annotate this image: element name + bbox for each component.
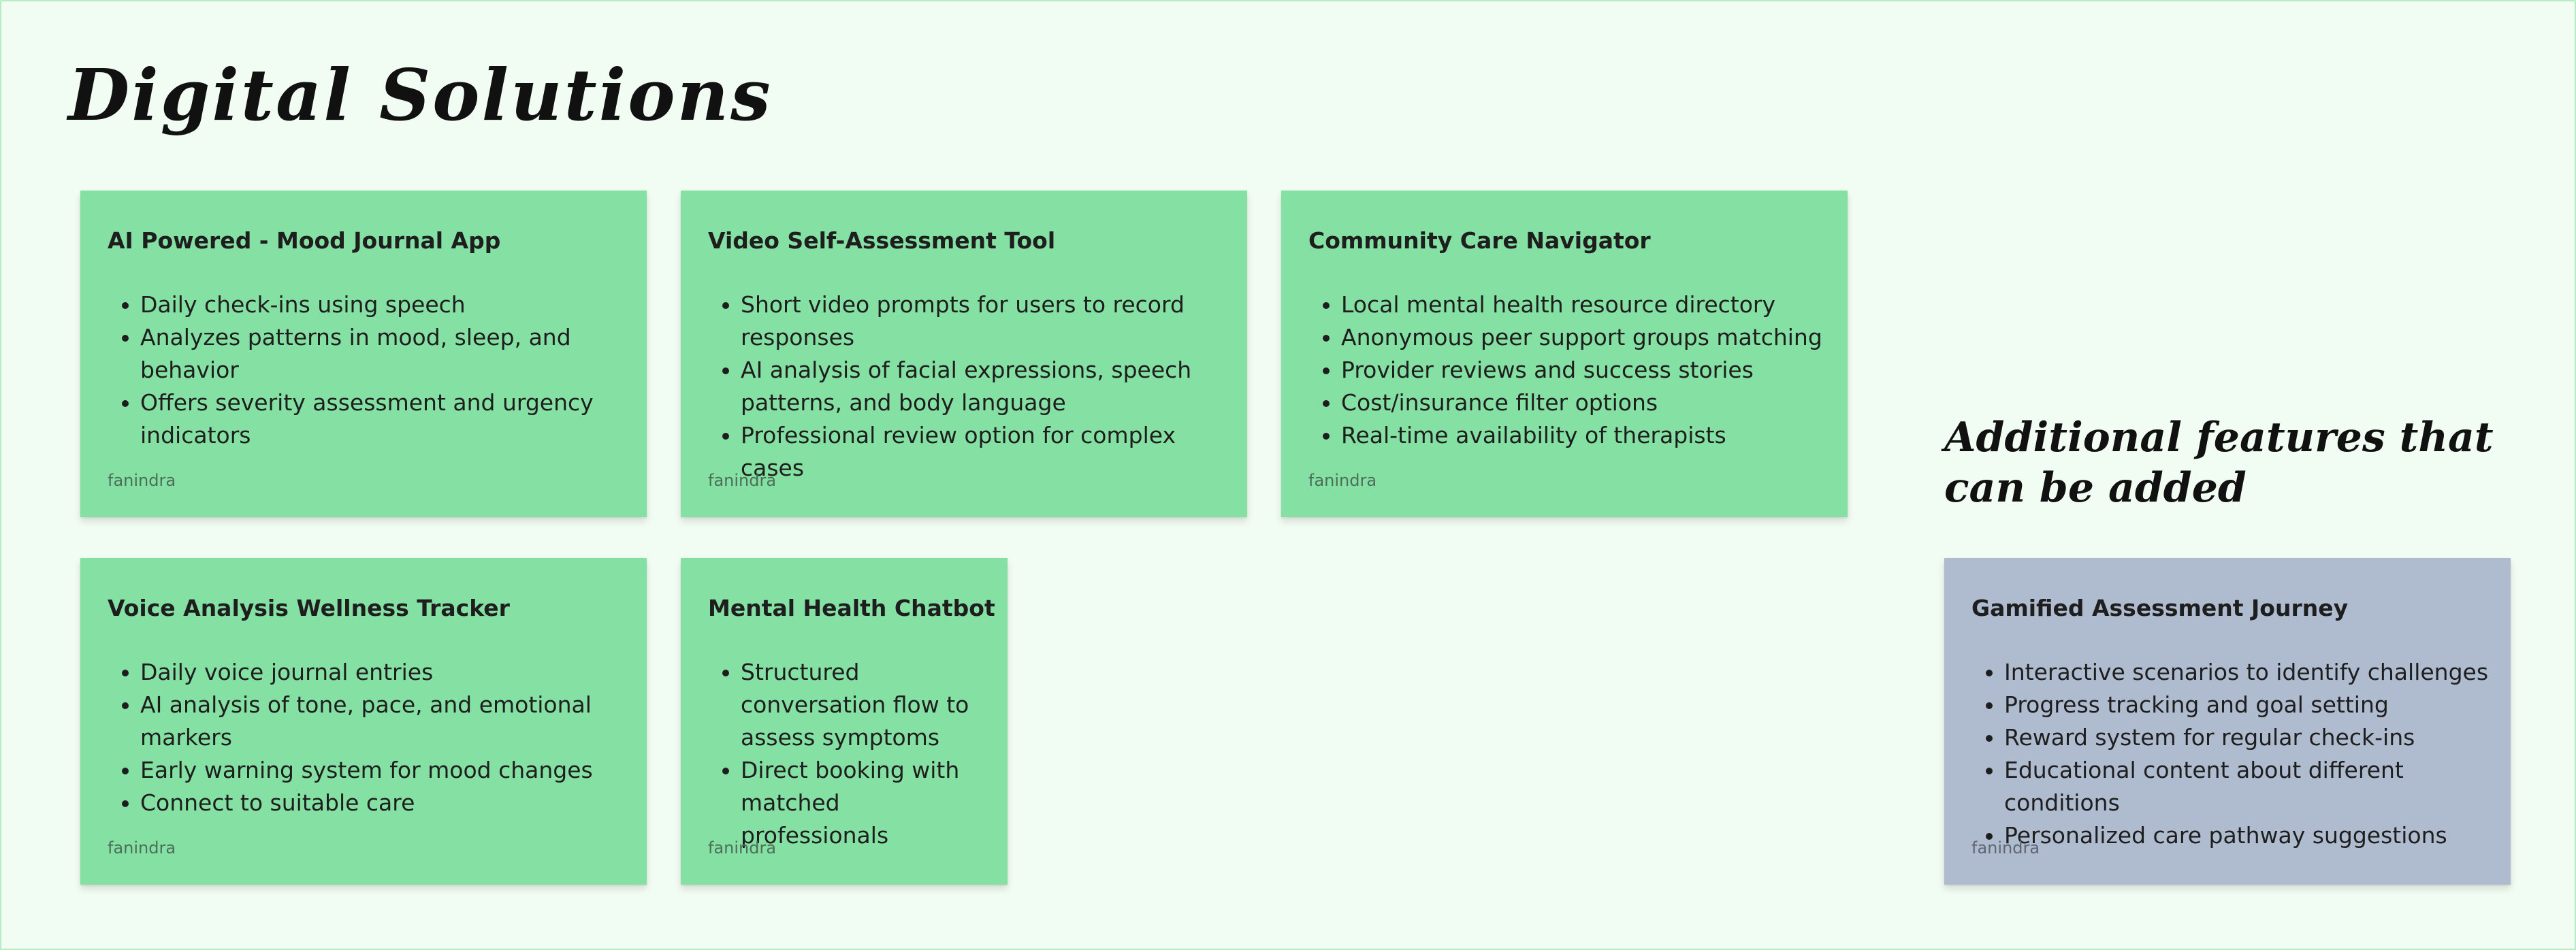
- list-item: Analyzes patterns in mood, sleep, and be…: [140, 321, 633, 387]
- sticky-note-author: fanindra: [1308, 471, 1377, 490]
- sticky-note-title: Community Care Navigator: [1308, 227, 1651, 254]
- list-item: Structured conversation flow to assess s…: [741, 656, 994, 754]
- sticky-note-chatbot[interactable]: Mental Health Chatbot Structured convers…: [681, 558, 1008, 885]
- sticky-note-author: fanindra: [108, 471, 176, 490]
- list-item: Local mental health resource directory: [1341, 289, 1834, 321]
- sticky-note-list: Short video prompts for users to record …: [708, 289, 1234, 485]
- list-item: AI analysis of facial expressions, speec…: [741, 354, 1234, 419]
- sticky-note-title: Voice Analysis Wellness Tracker: [108, 595, 510, 621]
- sticky-note-community-navigator[interactable]: Community Care Navigator Local mental he…: [1281, 191, 1848, 517]
- list-item: Daily check-ins using speech: [140, 289, 633, 321]
- sticky-note-author: fanindra: [708, 471, 777, 490]
- sticky-note-title: Mental Health Chatbot: [708, 595, 995, 621]
- list-item: Direct booking with matched professional…: [741, 754, 994, 852]
- sticky-note-author: fanindra: [708, 838, 777, 857]
- list-item: Connect to suitable care: [140, 787, 633, 819]
- sticky-note-list: Daily check-ins using speech Analyzes pa…: [108, 289, 633, 452]
- list-item: Offers severity assessment and urgency i…: [140, 387, 633, 452]
- sticky-note-mood-journal[interactable]: AI Powered - Mood Journal App Daily chec…: [80, 191, 647, 517]
- sticky-note-video-assessment[interactable]: Video Self-Assessment Tool Short video p…: [681, 191, 1247, 517]
- sticky-note-author: fanindra: [1971, 838, 2040, 857]
- sticky-note-voice-tracker[interactable]: Voice Analysis Wellness Tracker Daily vo…: [80, 558, 647, 885]
- side-heading: Additional features that can be added: [1944, 414, 2494, 512]
- sticky-note-title: AI Powered - Mood Journal App: [108, 227, 501, 254]
- list-item: Interactive scenarios to identify challe…: [2004, 656, 2497, 689]
- list-item: Real-time availability of therapists: [1341, 419, 1834, 452]
- list-item: Daily voice journal entries: [140, 656, 633, 689]
- list-item: AI analysis of tone, pace, and emotional…: [140, 689, 633, 754]
- list-item: Early warning system for mood changes: [140, 754, 633, 787]
- section-title: Digital Solutions: [68, 53, 773, 137]
- list-item: Progress tracking and goal setting: [2004, 689, 2497, 721]
- sticky-note-list: Interactive scenarios to identify challe…: [1971, 656, 2497, 852]
- list-item: Provider reviews and success stories: [1341, 354, 1834, 387]
- sticky-note-author: fanindra: [108, 838, 176, 857]
- sticky-note-title: Video Self-Assessment Tool: [708, 227, 1056, 254]
- list-item: Reward system for regular check-ins: [2004, 721, 2497, 754]
- sticky-note-list: Daily voice journal entries AI analysis …: [108, 656, 633, 819]
- sticky-note-list: Structured conversation flow to assess s…: [708, 656, 994, 852]
- list-item: Educational content about different cond…: [2004, 754, 2497, 819]
- sticky-note-gamified-journey[interactable]: Gamified Assessment Journey Interactive …: [1944, 558, 2511, 885]
- list-item: Cost/insurance filter options: [1341, 387, 1834, 419]
- sticky-note-title: Gamified Assessment Journey: [1971, 595, 2349, 621]
- list-item: Short video prompts for users to record …: [741, 289, 1234, 354]
- list-item: Anonymous peer support groups matching: [1341, 321, 1834, 354]
- list-item: Professional review option for complex c…: [741, 419, 1234, 485]
- sticky-note-list: Local mental health resource directory A…: [1308, 289, 1834, 452]
- list-item: Personalized care pathway suggestions: [2004, 819, 2497, 852]
